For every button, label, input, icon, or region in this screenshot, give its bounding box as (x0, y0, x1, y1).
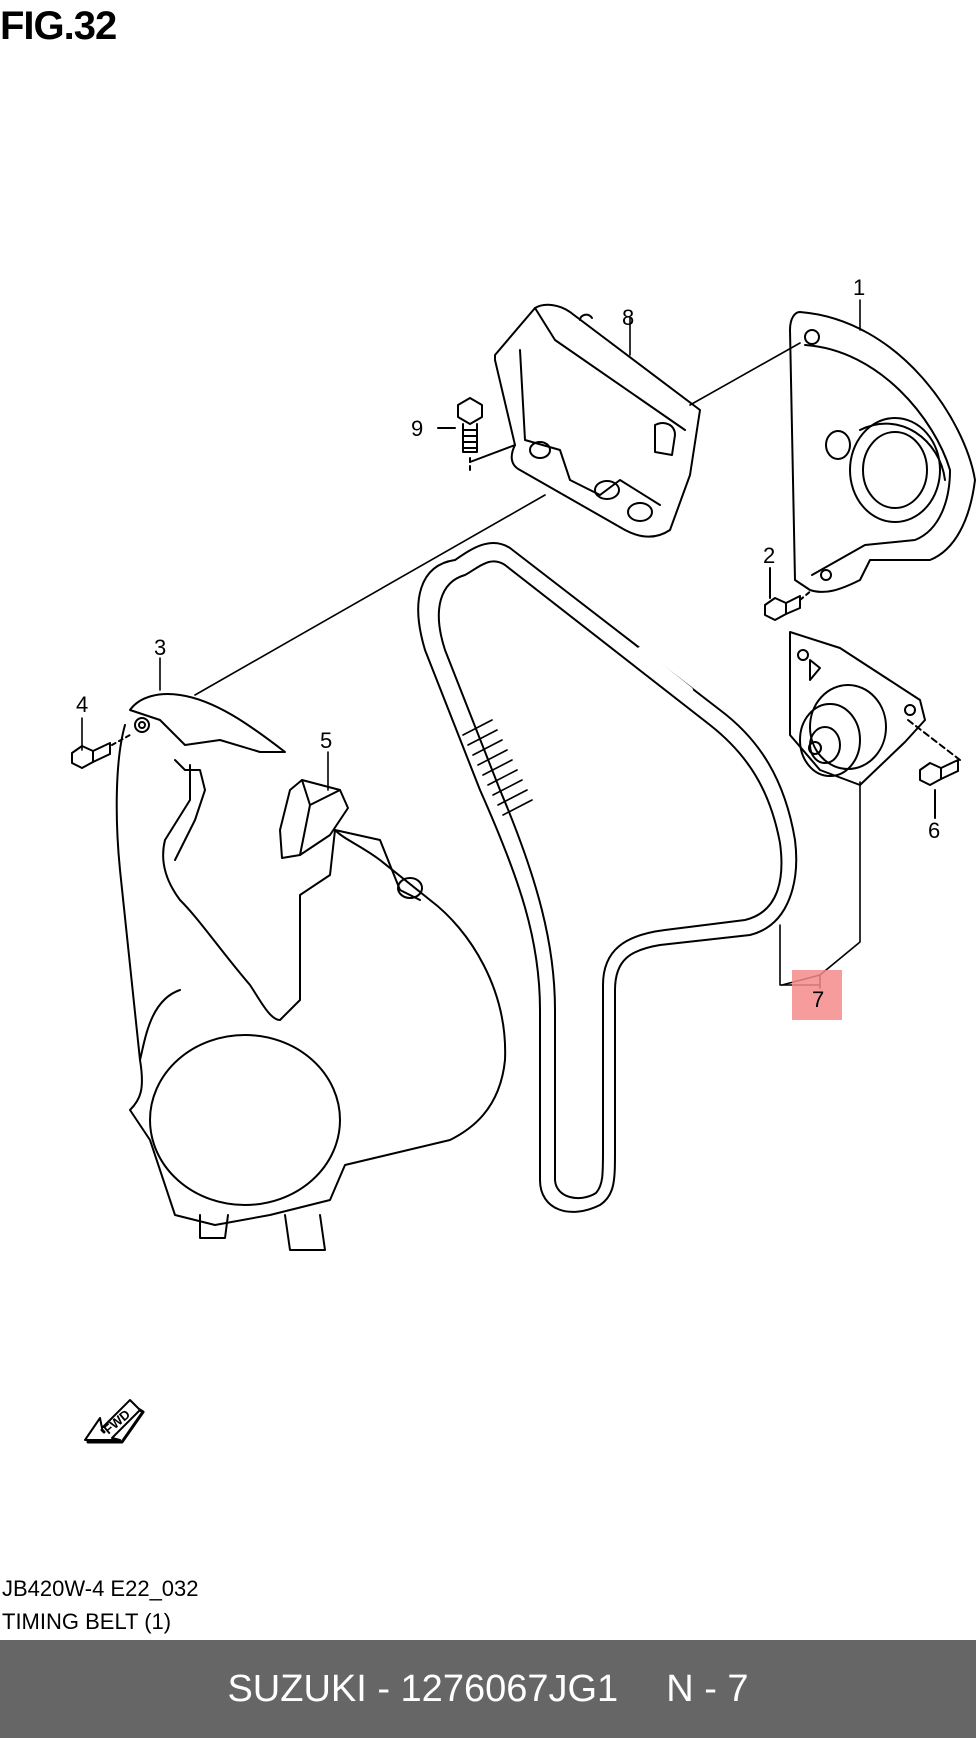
callout-9[interactable]: 9 (411, 416, 423, 441)
callout-1[interactable]: 1 (853, 275, 865, 300)
part-4-bolt (71, 734, 131, 769)
callout-6[interactable]: 6 (928, 818, 940, 843)
part-9-bolt (437, 397, 516, 471)
part-8-bracket (494, 303, 701, 538)
figure-title: FIG.32 (0, 4, 117, 48)
part-3-front-cover (115, 693, 507, 1251)
footer-part-number: SUZUKI - 1276067JG1 (227, 1667, 619, 1710)
leader-lines (81, 299, 861, 989)
callout-4[interactable]: 4 (76, 692, 88, 717)
callout-7[interactable]: 7 (812, 987, 824, 1012)
timing-belt (417, 542, 798, 1213)
part-6-bolt (919, 759, 959, 819)
diagram-name: TIMING BELT (1) (2, 1609, 172, 1634)
footer-reference: N - 7 (666, 1667, 749, 1710)
callout-3[interactable]: 3 (154, 635, 166, 660)
diagram-code: JB420W-4 E22_032 (2, 1576, 199, 1601)
part-1-rear-cover (789, 311, 976, 593)
callout-8[interactable]: 8 (622, 305, 634, 330)
belt-teeth (462, 719, 533, 816)
part-7-tensioner (789, 631, 961, 786)
footer-bar: SUZUKI - 1276067JG1 N - 7 (0, 1640, 976, 1738)
part-5-clip (279, 779, 349, 859)
callout-labels: 1 2 3 4 5 6 7 8 9 (76, 275, 940, 1012)
fwd-arrow-icon: FWD (84, 1399, 145, 1444)
callout-2[interactable]: 2 (763, 543, 775, 568)
parts-diagram: FWD 1 2 3 4 5 6 7 8 9 (71, 275, 976, 1444)
callout-5[interactable]: 5 (320, 728, 332, 753)
highlight-part-7 (792, 970, 842, 1020)
part-2-bolt (764, 567, 813, 621)
